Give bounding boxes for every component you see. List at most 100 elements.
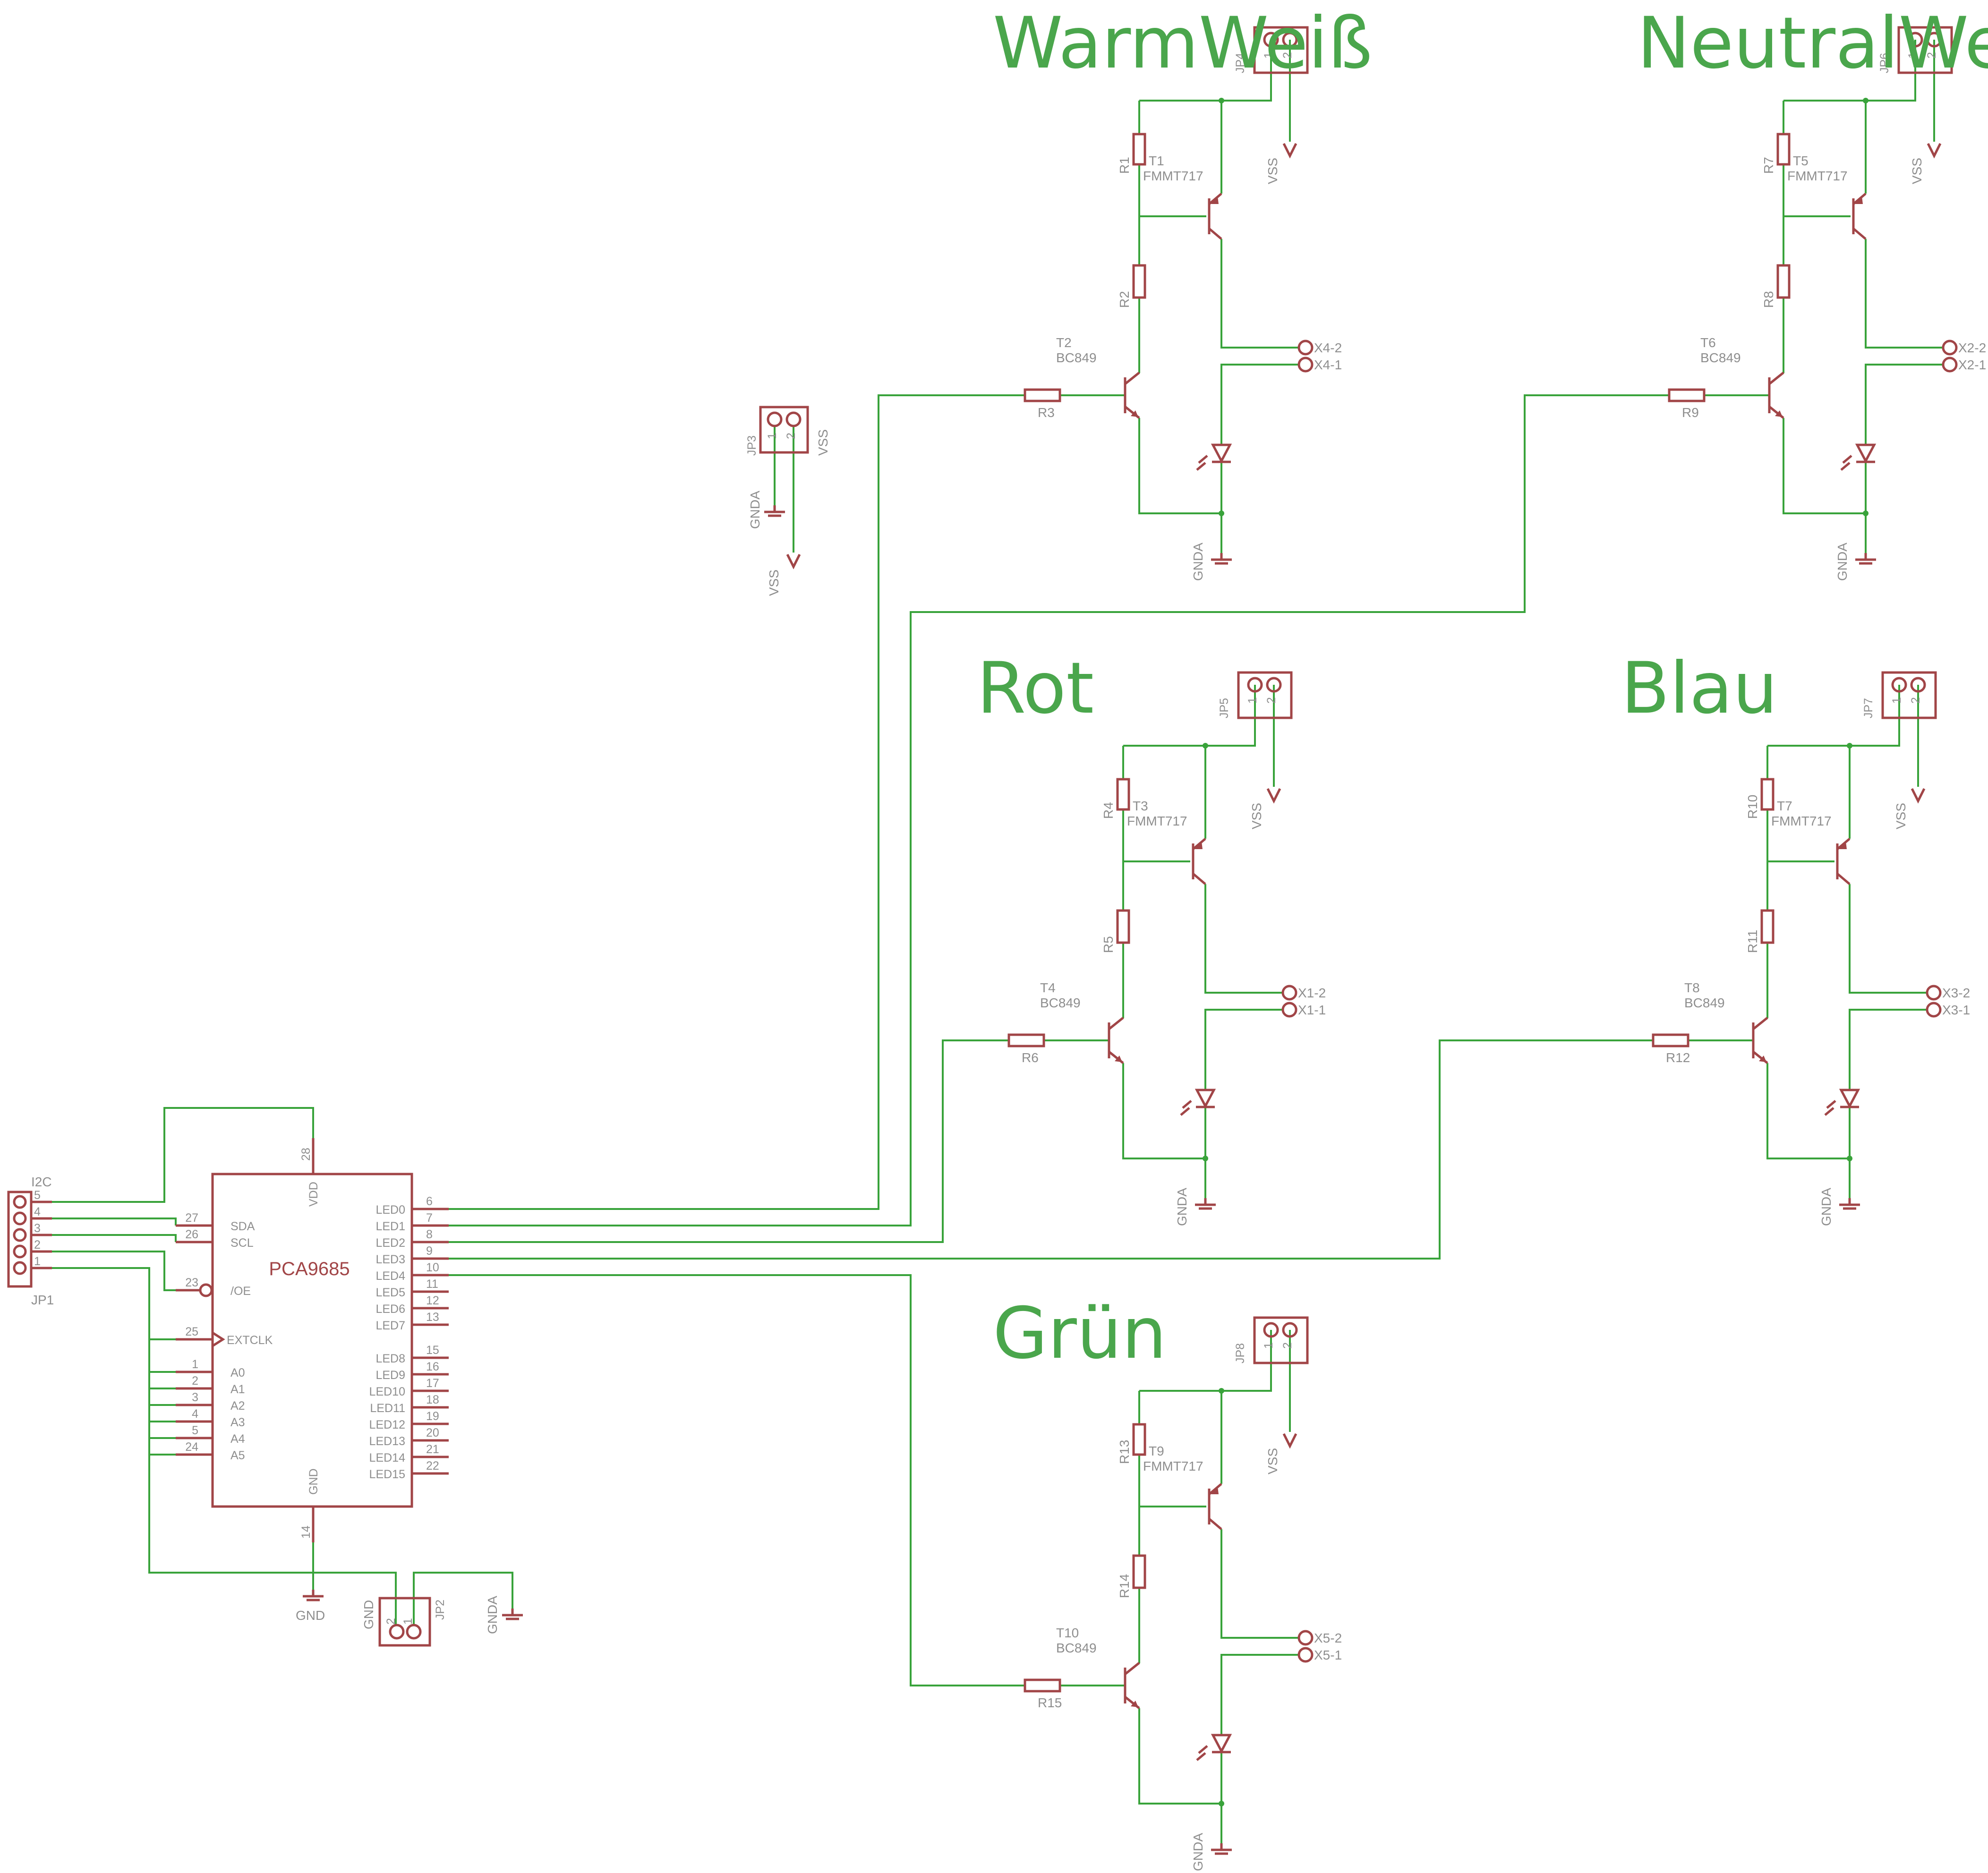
jumper-JP4	[1253, 26, 1309, 74]
connector-label: X2-2	[1958, 341, 1986, 355]
supply-rail	[1783, 40, 1916, 102]
jumper-name: JP5	[1218, 698, 1231, 718]
gnda-label: GNDA	[1191, 543, 1205, 581]
led-ray	[1198, 1745, 1208, 1754]
jp1-pin	[13, 1228, 27, 1242]
pin-name: LED2	[375, 1236, 405, 1250]
resistor-R15	[1024, 1678, 1061, 1693]
jumper-name: JP4	[1234, 53, 1247, 73]
pnp-arrow	[1195, 842, 1203, 849]
vss-label: VSS	[1249, 803, 1264, 829]
transistor-label: T1	[1149, 153, 1164, 168]
pin-number: 18	[426, 1393, 439, 1406]
jumper-pin-2	[1266, 677, 1282, 693]
ic-oe-inversion	[199, 1283, 213, 1297]
pin-number: 2	[785, 433, 798, 439]
npn-arrow	[1131, 1701, 1138, 1707]
pin-number: 2	[384, 1618, 398, 1625]
pnp-emitter	[1208, 1483, 1222, 1495]
connector-label: X5-2	[1314, 1631, 1342, 1645]
wire	[1122, 1063, 1206, 1205]
channel-title: NeutralWeiß	[1637, 2, 1988, 85]
npn-arrow	[1115, 1056, 1122, 1062]
connector-label: X2-1	[1958, 358, 1986, 372]
npn-collector	[1124, 372, 1140, 385]
resistor-R10	[1760, 778, 1775, 811]
jumper-name: JP8	[1234, 1343, 1247, 1363]
pnp-emitter	[1852, 193, 1867, 205]
gnda-label: GNDA	[748, 491, 762, 529]
pin-number: 21	[426, 1443, 439, 1456]
vdd-wire	[52, 1107, 314, 1203]
pnp-collector	[1852, 228, 1867, 240]
jumper-pin-1	[1263, 1322, 1279, 1338]
jumper-pin-2	[1282, 1322, 1298, 1338]
transistor-label: T10	[1056, 1626, 1079, 1640]
transistor-label: T9	[1149, 1444, 1164, 1458]
jumper-pin-label: 2	[1281, 1342, 1294, 1349]
sda-wire	[52, 1217, 177, 1226]
jp3-pin-1	[767, 411, 783, 427]
connector-X5-1	[1297, 1647, 1314, 1663]
led-ray	[1824, 1107, 1834, 1116]
pin-name: LED10	[369, 1385, 405, 1398]
vss-arrow	[1927, 143, 1942, 159]
resistor-label: R4	[1101, 802, 1116, 819]
led-ray	[1842, 455, 1852, 464]
oe-wire	[52, 1251, 176, 1291]
jumper-pin-label: 1	[1246, 697, 1259, 704]
vss-label: VSS	[1910, 158, 1924, 184]
jp1-pin	[13, 1211, 27, 1226]
connector-X2-2	[1942, 340, 1958, 356]
transistor-type: BC849	[1700, 350, 1741, 365]
gnd-label: GND	[296, 1608, 325, 1623]
connector-name: JP2	[434, 1600, 447, 1620]
ic-gnd-label: GND	[307, 1468, 320, 1495]
led-ray	[1180, 1107, 1190, 1116]
led-icon	[1195, 1089, 1216, 1109]
pin-name: LED11	[370, 1402, 405, 1415]
pin-number: 9	[426, 1244, 433, 1258]
transistor-type: FMMT717	[1143, 169, 1203, 183]
led-ray	[1840, 462, 1851, 471]
pin-number: 14	[299, 1525, 313, 1539]
wire	[1220, 1654, 1299, 1735]
jumper-pin-label: 2	[1281, 52, 1294, 59]
connector-name: JP3	[745, 435, 759, 456]
transistor-label: T2	[1056, 335, 1072, 350]
transistor-label: T8	[1684, 980, 1700, 995]
vss-arrow	[1282, 1433, 1297, 1449]
pin-name: EXTCLK	[227, 1334, 273, 1347]
pin-name: LED6	[375, 1303, 405, 1316]
resistor-R8	[1776, 264, 1791, 299]
wire	[1204, 1009, 1283, 1090]
pin-number: 11	[426, 1277, 438, 1291]
jp2-pin-1	[406, 1624, 422, 1640]
led-icon	[1855, 443, 1877, 464]
pin-number: 25	[185, 1325, 198, 1338]
transistor-type: BC849	[1056, 1641, 1097, 1655]
wire	[1783, 418, 1867, 560]
npn-arrow	[1131, 410, 1138, 417]
pin-name: LED8	[375, 1352, 405, 1365]
pnp-collector	[1192, 873, 1206, 885]
jumper-pin-2	[1926, 32, 1942, 48]
led-ray	[1196, 1752, 1206, 1761]
ic-vdd-label: VDD	[307, 1182, 320, 1207]
pin-number: 8	[426, 1228, 433, 1241]
resistor-label: R10	[1745, 795, 1760, 819]
connector-title: I2C	[31, 1175, 52, 1189]
ic-name: PCA9685	[269, 1259, 350, 1279]
wire	[1766, 1063, 1851, 1205]
gnda-label: GNDA	[1819, 1188, 1834, 1226]
resistor-label: R13	[1117, 1440, 1132, 1464]
connector-X3-1	[1926, 1002, 1942, 1018]
transistor-label: T5	[1793, 153, 1809, 168]
pin-name: LED13	[369, 1435, 405, 1448]
transistor-type: FMMT717	[1771, 814, 1832, 828]
pin-name: LED4	[375, 1269, 405, 1283]
wire	[1138, 418, 1222, 560]
pin-number: 19	[426, 1410, 439, 1423]
pin-number: 1	[34, 1255, 41, 1268]
